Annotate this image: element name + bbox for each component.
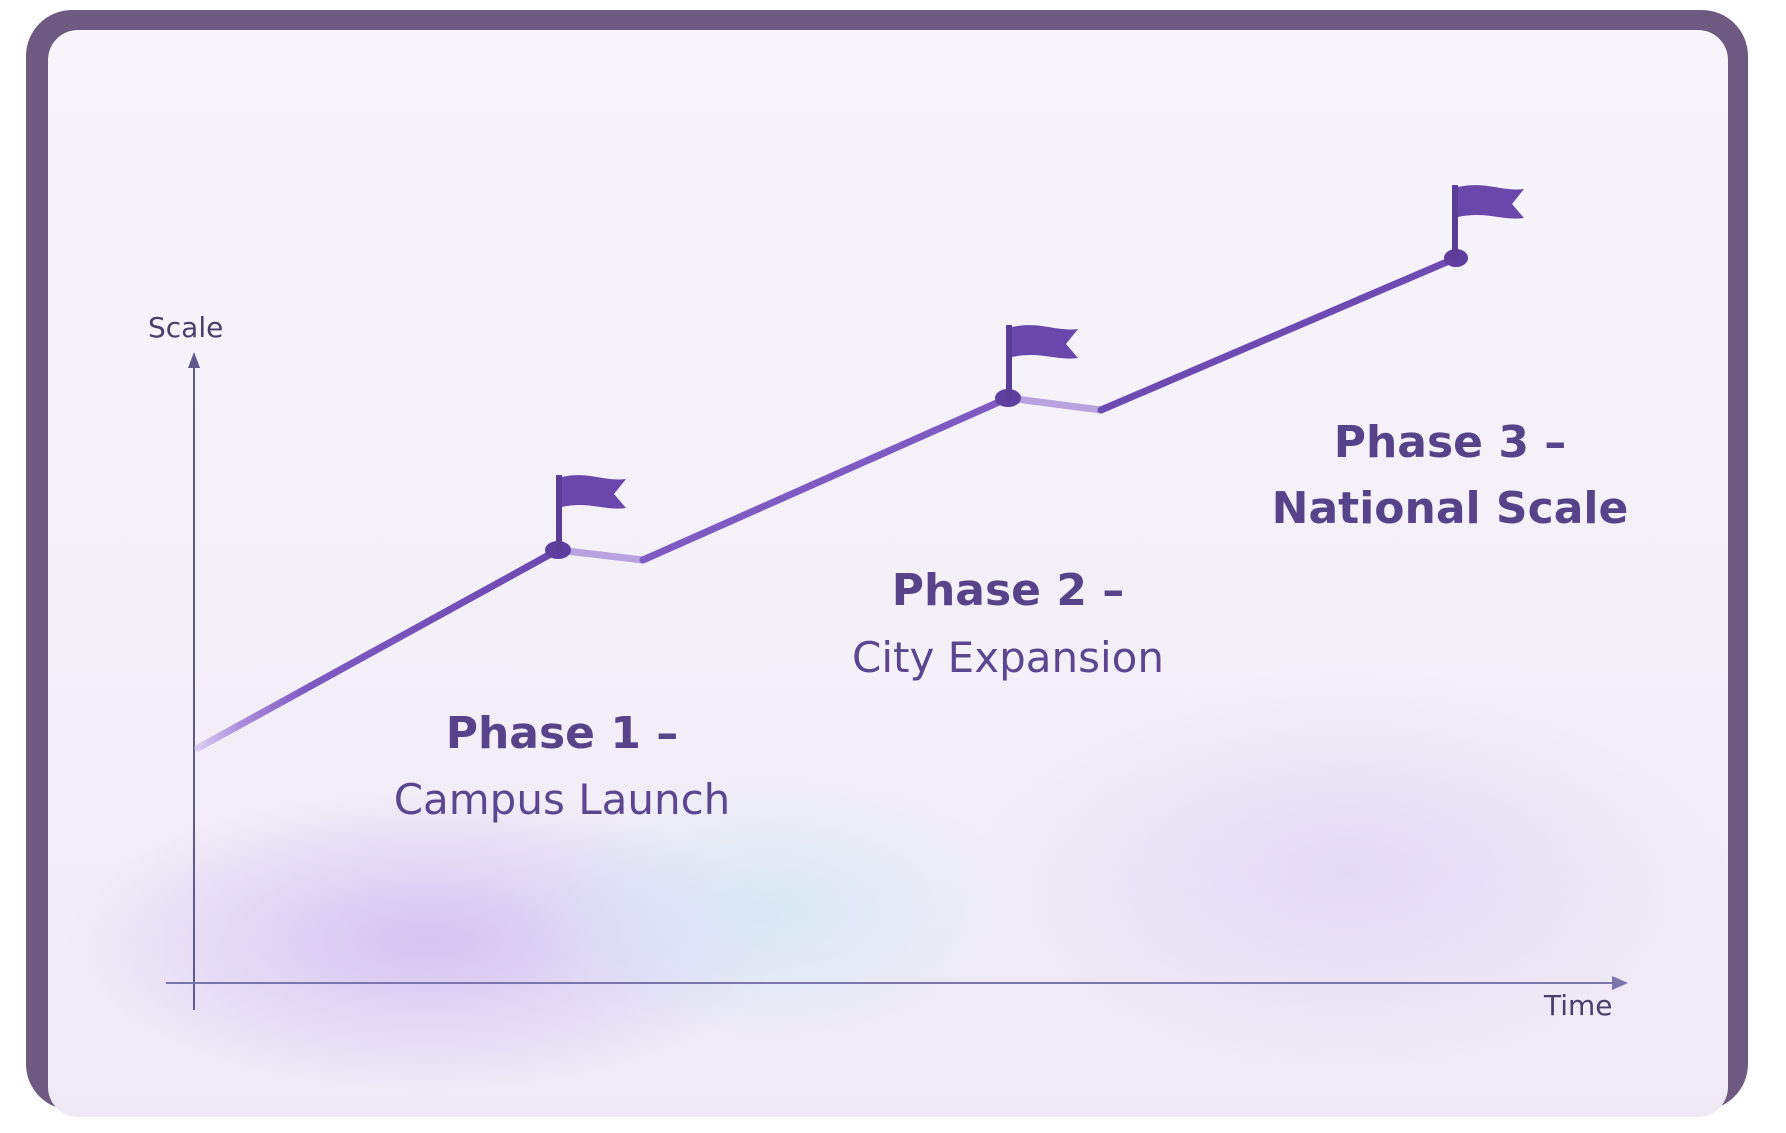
y-axis-label: Scale [148,311,223,344]
growth-path [194,254,1460,752]
flag-icon [556,475,626,551]
phase-subtitle: National Scale [1272,483,1629,534]
phase-title: Phase 1 – [446,708,679,759]
milestone-1 [545,475,626,559]
milestone-2 [995,325,1078,407]
flag-icon [1452,185,1524,259]
x-axis-label: Time [1543,989,1613,1022]
roadmap-panel: Scale Time [48,30,1728,1117]
arrow-up-icon [188,352,200,368]
flag-icon [1006,325,1078,399]
milestone-3 [1444,185,1524,267]
background-glow [68,670,1728,1090]
growth-roadmap-diagram: Scale Time [68,185,1728,1090]
phase-title: Phase 3 – [1334,417,1567,468]
phase-title: Phase 2 – [892,565,1125,616]
phase-label-2: Phase 2 – City Expansion [852,565,1164,682]
phase-subtitle: Campus Launch [394,775,731,824]
phase-label-1: Phase 1 – Campus Launch [394,708,731,824]
axes: Scale Time [148,311,1628,1022]
arrow-right-icon [1612,976,1628,990]
phase-label-3: Phase 3 – National Scale [1272,417,1629,534]
phase-subtitle: City Expansion [852,633,1164,682]
